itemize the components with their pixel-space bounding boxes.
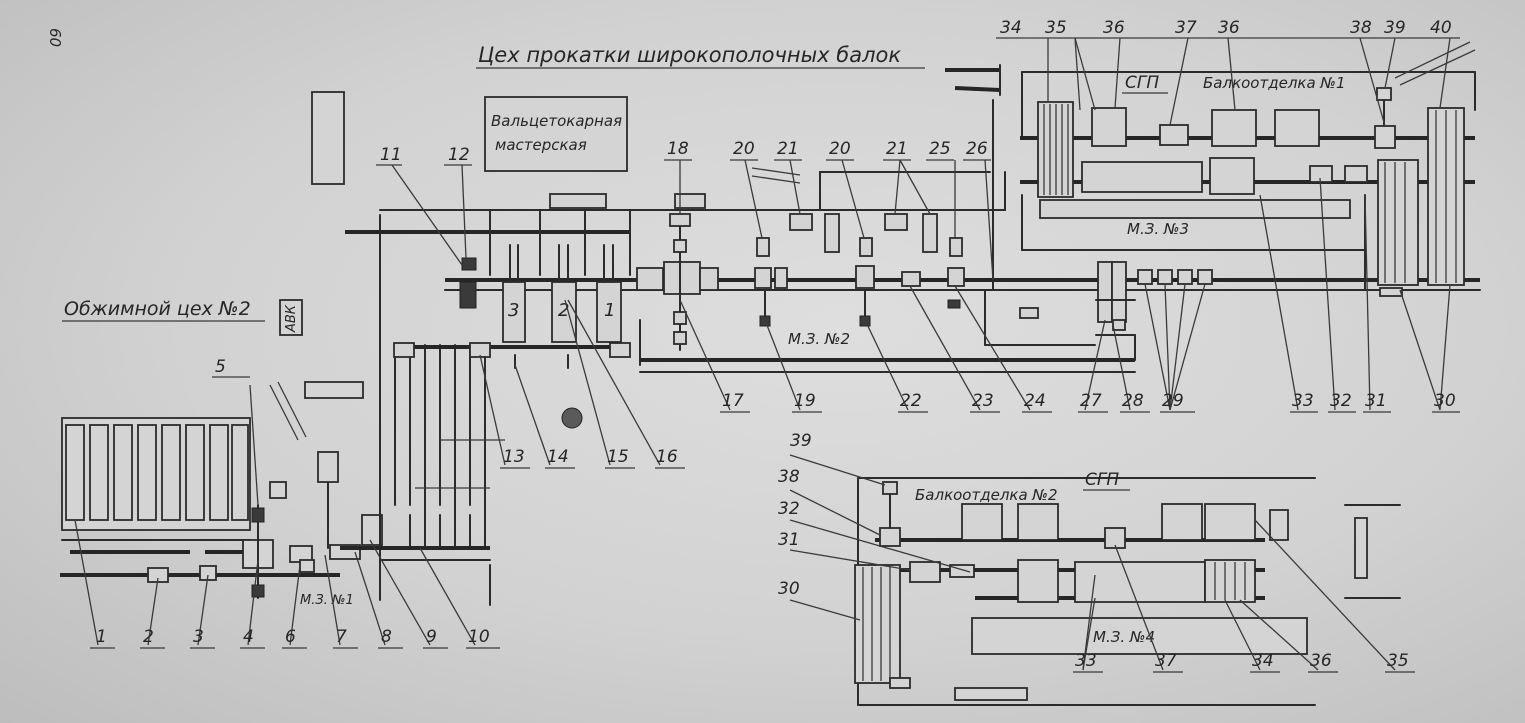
svg-text:16: 16 (656, 447, 678, 467)
svg-text:35: 35 (1045, 18, 1067, 38)
svg-text:21: 21 (886, 139, 908, 159)
svg-text:19: 19 (794, 391, 816, 411)
svg-text:36: 36 (1103, 18, 1125, 38)
circle-marker (561, 407, 583, 429)
svg-text:20: 20 (829, 139, 851, 159)
svg-text:25: 25 (929, 139, 951, 159)
svg-text:7: 7 (336, 627, 347, 647)
svg-text:34: 34 (1000, 18, 1022, 38)
svg-text:40: 40 (1430, 18, 1452, 38)
mz1-label: М.З. №1 (300, 593, 354, 608)
svg-text:3: 3 (508, 300, 519, 321)
svg-text:18: 18 (667, 139, 689, 159)
svg-text:3: 3 (193, 627, 204, 647)
svg-text:4: 4 (243, 627, 254, 647)
mz2-label: М.З. №2 (788, 330, 850, 348)
svg-text:37: 37 (1175, 18, 1197, 38)
roll-shop-box (311, 91, 345, 185)
svg-text:2: 2 (558, 300, 569, 321)
main-stand (663, 261, 701, 295)
svg-text:17: 17 (722, 391, 744, 411)
svg-text:26: 26 (966, 139, 988, 159)
svg-text:30: 30 (778, 579, 800, 599)
svg-text:1: 1 (604, 300, 615, 321)
soaking-pits (61, 417, 251, 531)
svg-text:13: 13 (503, 447, 525, 467)
svg-text:14: 14 (547, 447, 569, 467)
svg-text:30: 30 (1434, 391, 1456, 411)
svg-text:24: 24 (1024, 391, 1046, 411)
svg-text:11: 11 (380, 145, 402, 165)
svg-text:29: 29 (1162, 391, 1184, 411)
leader-lines (74, 37, 1451, 671)
svg-text:2: 2 (143, 627, 154, 647)
svg-text:21: 21 (777, 139, 799, 159)
svg-text:5: 5 (215, 357, 226, 377)
svg-text:23: 23 (972, 391, 994, 411)
roll-shop-building (484, 96, 628, 172)
roll-shop-label-1: Вальцетокарная (491, 112, 622, 130)
svg-text:8: 8 (381, 627, 392, 647)
drawing-title: Цех прокатки широкополочных балок (478, 43, 901, 67)
number-underlines (90, 411, 1460, 673)
sgp-bottom-label: СГП (1085, 470, 1119, 490)
svg-text:12: 12 (448, 145, 470, 165)
sgp-top-label: СГП (1125, 73, 1159, 93)
stacker-right-top (1377, 107, 1465, 286)
page-number: 60 (46, 28, 64, 47)
svg-text:27: 27 (1080, 391, 1102, 411)
stacker-left-bottom (854, 564, 901, 684)
callout-numbers: 1 2 3 4 5 6 7 8 9 10 11 12 13 14 15 16 1… (96, 18, 1460, 671)
mz4-label: М.З. №4 (1093, 628, 1155, 646)
svg-text:28: 28 (1122, 391, 1144, 411)
svg-text:35: 35 (1387, 651, 1409, 671)
svg-text:38: 38 (1350, 18, 1372, 38)
mz4-bed (971, 617, 1308, 655)
svg-text:36: 36 (1310, 651, 1332, 671)
stand-3: 3 (502, 244, 526, 343)
beam-dept-1-label: Балкоотделка №1 (1203, 74, 1346, 92)
svg-text:37: 37 (1155, 651, 1177, 671)
svg-text:20: 20 (733, 139, 755, 159)
avk-box (279, 299, 303, 336)
blooming-shop-label: Обжимной цех №2 (64, 298, 251, 320)
stand-1: 1 (596, 244, 622, 343)
svg-text:32: 32 (1330, 391, 1352, 411)
svg-text:31: 31 (778, 530, 800, 550)
svg-text:36: 36 (1218, 18, 1240, 38)
avk-label: АВК (284, 304, 299, 333)
svg-text:39: 39 (1384, 18, 1406, 38)
stacker-left-top (1037, 101, 1074, 198)
stacker-right-bottom (1204, 559, 1256, 603)
svg-text:31: 31 (1365, 391, 1387, 411)
svg-text:33: 33 (1075, 651, 1097, 671)
beam-dept-2-label: Балкоотделка №2 (915, 486, 1058, 504)
svg-text:1: 1 (96, 627, 107, 647)
svg-text:10: 10 (468, 627, 490, 647)
svg-text:6: 6 (285, 627, 296, 647)
mz3-label: М.З. №3 (1127, 220, 1189, 238)
svg-text:33: 33 (1292, 391, 1314, 411)
transfer-bed (340, 214, 505, 606)
stand-2: 2 (551, 244, 577, 343)
mz3-bed (1039, 199, 1351, 219)
svg-text:22: 22 (900, 391, 922, 411)
svg-text:9: 9 (426, 627, 437, 647)
svg-text:38: 38 (778, 467, 800, 487)
svg-text:32: 32 (778, 499, 800, 519)
svg-text:39: 39 (790, 431, 812, 451)
svg-text:15: 15 (607, 447, 629, 467)
svg-text:34: 34 (1252, 651, 1274, 671)
roll-shop-label-2: мастерская (495, 136, 587, 154)
